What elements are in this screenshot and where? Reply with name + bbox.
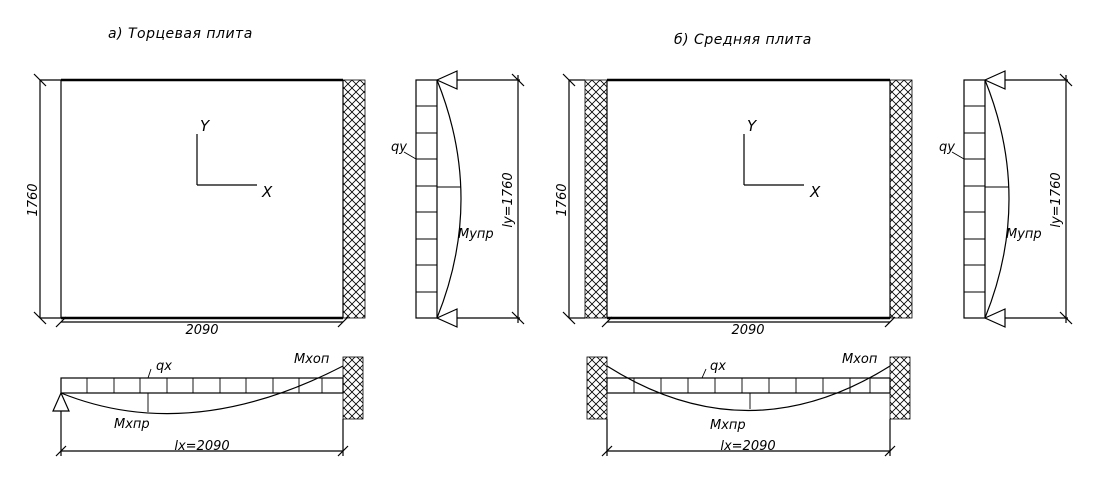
panel-a-mxop-label: Mxoп <box>294 352 330 367</box>
panel-a-axis-y-label: Y <box>200 117 211 135</box>
panel-b-qy-label: qy <box>939 140 955 155</box>
panel-a-qy-label: qy <box>391 140 407 155</box>
panel-a-width-label: 2090 <box>185 323 218 338</box>
panel-b-height-dimension: 1760 <box>555 73 585 325</box>
panel-b-axes: Y X <box>743 117 821 201</box>
panel-b-right-fixed-support-hatch <box>889 79 913 319</box>
panel-b-width-dimension: 2090 <box>601 316 896 338</box>
panel-b-x-strip: qx Mxoп Mxпр lx=2090 <box>586 352 911 457</box>
panel-a-qx-label: qx <box>156 359 172 374</box>
panel-a-height-dimension: 1760 <box>26 73 61 325</box>
panel-b-plate <box>584 78 913 320</box>
panel-a-mxpr-label: Mxпр <box>114 417 150 432</box>
panel-b-height-label: 1760 <box>555 183 570 216</box>
panel-b-width-label: 2090 <box>731 323 764 338</box>
panel-b-mxop-label: Mxoп <box>842 352 878 367</box>
panel-b-y-strip: qy Mупр ly=1760 <box>939 70 1073 328</box>
panel-b-axis-x-label: X <box>809 183 821 201</box>
panel-b-mxpr-label: Mxпр <box>710 418 746 433</box>
panel-a: а) Торцевая плита 1760 2090 <box>26 26 525 457</box>
panel-b-left-fixed-support-hatch <box>584 79 608 319</box>
panel-a-x-fixed-support-hatch <box>342 356 364 420</box>
panel-a-lx-label: lx=2090 <box>174 439 229 454</box>
panel-b-ly-label: ly=1760 <box>1049 172 1064 227</box>
panel-a-axis-x-label: X <box>261 183 273 201</box>
panel-b-x-right-fixed-support-hatch <box>889 356 911 420</box>
panel-a-plate <box>60 78 366 320</box>
panel-b: б) Средняя плита 1760 2090 <box>555 32 1073 457</box>
panel-a-my-label: Mупр <box>458 227 494 242</box>
panel-a-fixed-support-hatch <box>342 79 366 319</box>
panel-a-x-strip: qx Mxoп Mxпр lx=2090 <box>52 352 364 457</box>
panel-b-lx-label: lx=2090 <box>720 439 775 454</box>
panel-a-width-dimension: 2090 <box>55 316 349 338</box>
panel-a-axes: Y X <box>196 117 273 201</box>
panel-b-axis-y-label: Y <box>747 117 758 135</box>
panel-b-title: б) Средняя плита <box>674 32 812 48</box>
panel-b-qx-label: qx <box>710 359 726 374</box>
panel-a-y-strip: qy Mупр ly=1760 <box>391 70 525 328</box>
panel-b-x-left-fixed-support-hatch <box>586 356 608 420</box>
panel-a-height-label: 1760 <box>26 183 41 216</box>
panel-a-ly-label: ly=1760 <box>501 172 516 227</box>
panel-a-title: а) Торцевая плита <box>108 26 253 42</box>
panel-b-my-label: Mупр <box>1006 227 1042 242</box>
